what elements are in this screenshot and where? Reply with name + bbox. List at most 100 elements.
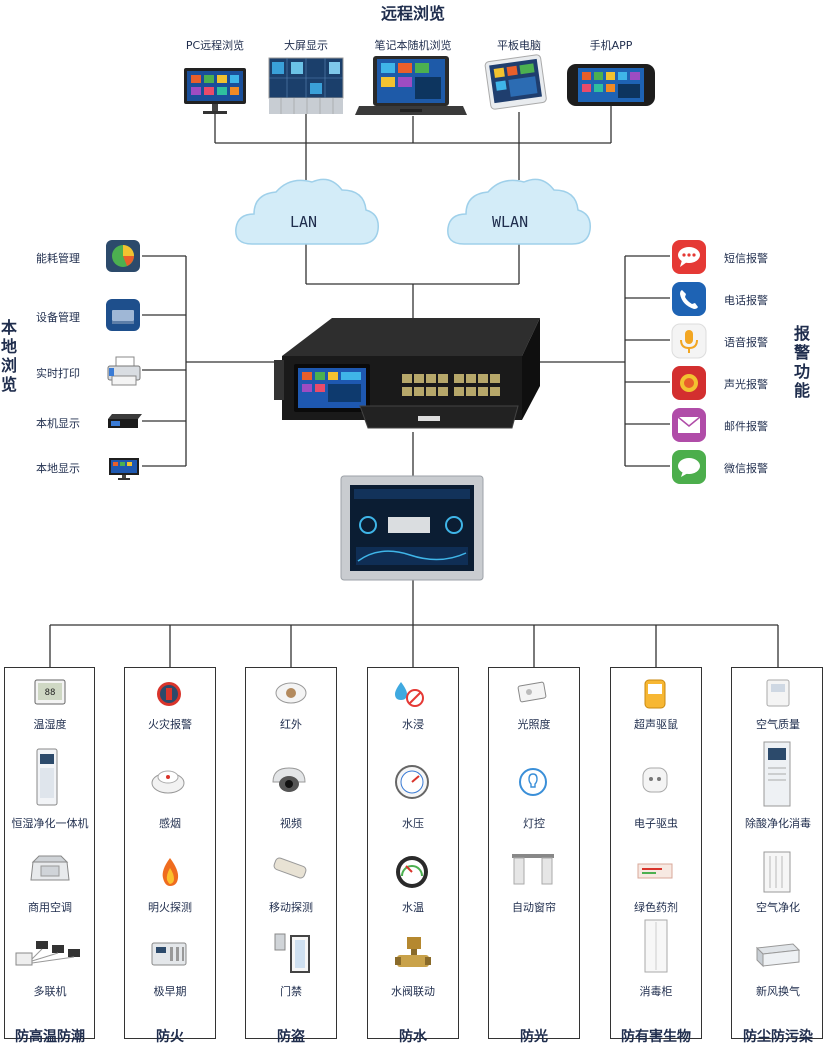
infrared-sensor-icon — [275, 682, 307, 704]
lan-cloud-icon — [235, 178, 379, 245]
thermo-hygrometer-icon: 88 — [34, 679, 66, 705]
item-label-light-control: 灯控 — [523, 817, 545, 830]
video-camera-icon — [272, 767, 306, 792]
water-pressure-gauge-icon — [395, 765, 429, 799]
item-label-early-warning: 极早期 — [153, 985, 187, 998]
item-label-water-valve: 水阀联动 — [391, 985, 435, 998]
flame-detector-icon — [162, 858, 179, 886]
item-label-motion: 移动探测 — [269, 901, 313, 914]
item-label-infrared: 红外 — [280, 718, 302, 731]
local-browse-title: 本地浏览 — [0, 318, 17, 394]
phone-icon — [567, 64, 655, 106]
column-light — [488, 667, 580, 1039]
wechat-alarm-icon — [672, 450, 706, 484]
local-label-device: 设备管理 — [36, 311, 80, 324]
humidity-purifier-icon — [36, 748, 58, 806]
green-chemical-icon — [637, 863, 673, 879]
remote-label-bigscreen: 大屏显示 — [284, 39, 328, 52]
access-control-icon — [274, 933, 310, 973]
item-label-humidity-purifier: 恒湿净化一体机 — [11, 817, 89, 830]
rack-controller-icon — [274, 318, 540, 429]
wlan-label: WLAN — [492, 213, 529, 231]
device-server-icon — [106, 299, 140, 331]
item-label-video: 视频 — [280, 817, 302, 830]
printer-icon — [107, 356, 141, 386]
motion-detector-icon — [273, 857, 307, 879]
local-label-local-display: 本地显示 — [36, 462, 80, 475]
water-valve-icon — [395, 937, 431, 967]
alarm-label-wechat: 微信报警 — [724, 462, 768, 475]
acid-removal-purifier-icon — [763, 741, 791, 807]
item-label-multi-split: 多联机 — [33, 985, 67, 998]
footer-fire: 防火 — [156, 1029, 184, 1045]
remote-label-phone: 手机APP — [589, 39, 633, 52]
big-screen-icon — [268, 57, 344, 114]
column-theft — [245, 667, 337, 1039]
air-quality-sensor-icon — [766, 679, 790, 707]
pc-monitor-icon — [184, 68, 246, 114]
ultrasonic-repeller-icon — [644, 679, 666, 709]
energy-pie-icon — [106, 240, 140, 272]
item-label-disinfection: 消毒柜 — [639, 985, 673, 998]
footer-water: 防水 — [399, 1029, 427, 1045]
item-label-acid-removal: 除酸净化消毒 — [745, 817, 811, 830]
alarm-function-title: 报警功能 — [793, 324, 810, 400]
footer-high-temp-humidity: 防高温防潮 — [15, 1029, 85, 1045]
light-control-icon — [519, 768, 547, 796]
item-label-ultrasonic: 超声驱鼠 — [634, 718, 678, 731]
column-pests — [610, 667, 702, 1039]
light-sensor-icon — [517, 681, 547, 703]
item-label-water-temp: 水温 — [402, 901, 424, 914]
email-alarm-icon — [672, 408, 706, 442]
alarm-label-voice: 语音报警 — [724, 336, 768, 349]
item-label-air-quality: 空气质量 — [756, 718, 800, 731]
fire-alarm-icon — [157, 682, 181, 706]
remote-label-laptop: 笔记本随机浏览 — [374, 39, 452, 52]
footer-light: 防光 — [520, 1029, 548, 1045]
local-label-host-display: 本机显示 — [36, 417, 80, 430]
remote-browse-title: 远程浏览 — [380, 4, 446, 23]
item-label-access-control: 门禁 — [280, 985, 302, 998]
disinfection-cabinet-icon — [644, 919, 668, 973]
column-water — [367, 667, 459, 1039]
remote-label-pc: PC远程浏览 — [185, 39, 245, 52]
multi-split-icon — [15, 941, 80, 966]
sound-light-alarm-icon — [672, 366, 706, 400]
host-display-icon — [108, 414, 142, 428]
item-label-illuminance: 光照度 — [517, 718, 551, 731]
item-label-smoke: 感烟 — [159, 817, 181, 830]
item-label-fire-alarm: 火灾报警 — [148, 718, 192, 731]
commercial-ac-icon — [30, 855, 70, 881]
column-fire — [124, 667, 216, 1039]
sms-alarm-icon — [672, 240, 706, 274]
early-warning-icon — [151, 942, 187, 966]
remote-label-tablet: 平板电脑 — [497, 39, 541, 52]
lan-label: LAN — [290, 213, 318, 231]
item-label-green-chemical: 绿色药剂 — [634, 901, 678, 914]
alarm-label-sms: 短信报警 — [724, 252, 768, 265]
column-high-temp-humidity — [4, 667, 95, 1039]
item-label-flame: 明火探测 — [148, 901, 192, 914]
voice-alarm-icon — [671, 323, 707, 359]
svg-text:88: 88 — [45, 688, 56, 698]
fresh-air-unit-icon — [755, 943, 801, 968]
air-purifier-icon — [763, 851, 791, 893]
footer-dust-pollution: 防尘防污染 — [743, 1029, 813, 1045]
water-temp-gauge-icon — [396, 856, 428, 888]
water-leak-icon — [395, 682, 424, 707]
electronic-insect-repeller-icon — [642, 767, 668, 793]
footer-theft: 防盗 — [277, 1029, 305, 1045]
smoke-detector-icon — [151, 770, 185, 794]
item-label-commercial-ac: 商用空调 — [28, 901, 72, 914]
alarm-label-email: 邮件报警 — [724, 420, 768, 433]
phone-alarm-icon — [672, 282, 706, 316]
laptop-icon — [355, 56, 467, 115]
tablet-icon — [484, 54, 547, 110]
item-label-air-purification: 空气净化 — [756, 901, 800, 914]
item-label-insect: 电子驱虫 — [634, 817, 678, 830]
item-label-fresh-air: 新风换气 — [756, 985, 800, 998]
alarm-label-phone: 电话报警 — [724, 294, 768, 307]
item-label-water-pressure: 水压 — [402, 817, 424, 830]
footer-pests: 防有害生物 — [621, 1029, 691, 1045]
